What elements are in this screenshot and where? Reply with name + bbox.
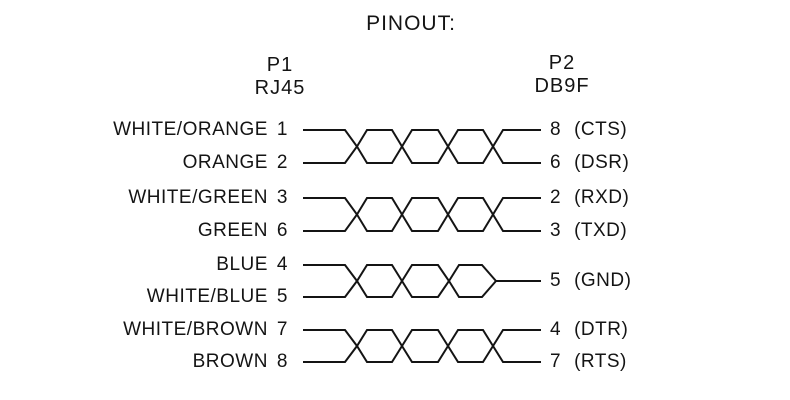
- pair-4-wire-b: [303, 329, 541, 363]
- pair-3-wire-b: [303, 264, 497, 298]
- pin-number: 4: [276, 254, 288, 275]
- signal-name: (GND): [574, 270, 632, 291]
- signal-name: (DTR): [574, 319, 629, 340]
- pin-number: 4: [550, 319, 562, 340]
- pin-number: 7: [550, 351, 562, 372]
- left-pin-row: WHITE/BLUE 5: [0, 286, 288, 308]
- signal-name: (RTS): [574, 351, 627, 372]
- pin-number: 2: [276, 152, 288, 173]
- pair-4-wire-a: [303, 329, 541, 363]
- pair-2-wire-a: [303, 197, 541, 232]
- right-pin-row: 5 (GND): [550, 270, 631, 292]
- pair-2-wire-b: [303, 197, 541, 232]
- signal-name: (TXD): [574, 220, 628, 241]
- signal-name: (CTS): [574, 119, 628, 140]
- connector-p1-name: P1: [266, 54, 294, 76]
- pin-number: 6: [550, 152, 562, 173]
- pair-1-wire-a: [303, 129, 541, 164]
- left-pin-row: GREEN 6: [0, 220, 288, 242]
- pin-number: 8: [276, 351, 288, 372]
- wire-color-label: BLUE: [216, 254, 268, 275]
- left-pin-row: WHITE/ORANGE 1: [0, 119, 288, 141]
- right-pin-row: 8 (CTS): [550, 119, 627, 141]
- left-pin-row: ORANGE 2: [0, 152, 288, 174]
- pin-number: 3: [276, 187, 288, 208]
- pin-number: 8: [550, 119, 562, 140]
- pin-number: 1: [276, 119, 288, 140]
- pin-number: 5: [276, 286, 288, 307]
- wire-color-label: BROWN: [192, 351, 268, 372]
- wire-color-label: WHITE/BLUE: [146, 286, 268, 307]
- wire-color-label: GREEN: [197, 220, 268, 241]
- left-pin-row: WHITE/GREEN 3: [0, 187, 288, 209]
- connector-p2-header: P2 DB9F: [462, 52, 662, 98]
- connector-p2-name: P2: [548, 52, 576, 74]
- left-pin-row: BROWN 8: [0, 351, 288, 373]
- pin-number: 6: [276, 220, 288, 241]
- pair-1-wire-b: [303, 129, 541, 164]
- wire-color-label: WHITE/ORANGE: [113, 119, 268, 140]
- right-pin-row: 4 (DTR): [550, 319, 628, 341]
- wire-color-label: ORANGE: [182, 152, 268, 173]
- connector-p1-header: P1 RJ45: [180, 54, 380, 100]
- pin-number: 5: [550, 270, 562, 291]
- connector-p2-type: DB9F: [534, 75, 590, 97]
- pair-3-wire-a: [303, 264, 541, 298]
- right-pin-row: 7 (RTS): [550, 351, 627, 373]
- right-pin-row: 3 (TXD): [550, 220, 627, 242]
- signal-name: (RXD): [574, 187, 630, 208]
- pin-number: 2: [550, 187, 562, 208]
- pin-number: 7: [276, 319, 288, 340]
- right-pin-row: 6 (DSR): [550, 152, 629, 174]
- connector-p1-type: RJ45: [254, 77, 306, 99]
- left-pin-row: BLUE 4: [0, 254, 288, 276]
- signal-name: (DSR): [574, 152, 630, 173]
- right-pin-row: 2 (RXD): [550, 187, 629, 209]
- wire-color-label: WHITE/GREEN: [128, 187, 268, 208]
- pin-number: 3: [550, 220, 562, 241]
- diagram-title: PINOUT:: [366, 12, 456, 35]
- left-pin-row: WHITE/BROWN 7: [0, 319, 288, 341]
- wire-color-label: WHITE/BROWN: [123, 319, 268, 340]
